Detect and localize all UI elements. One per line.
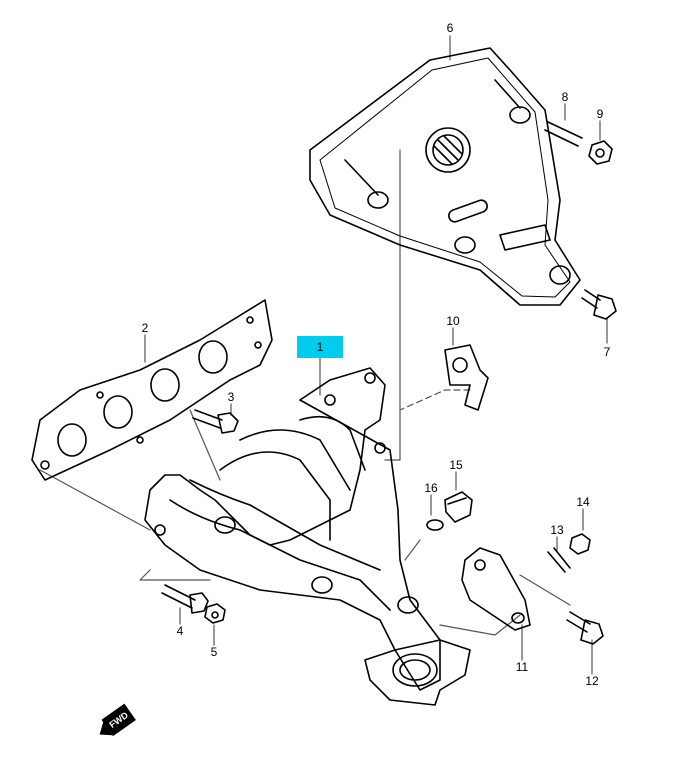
part-label-8[interactable]: 8 — [561, 90, 569, 104]
part-label-6[interactable]: 6 — [446, 21, 454, 35]
heat-shield — [309, 47, 581, 306]
part-label-15[interactable]: 15 — [449, 458, 463, 472]
part-label-11[interactable]: 11 — [515, 660, 529, 674]
part-label-5[interactable]: 5 — [210, 645, 218, 659]
part-label-14[interactable]: 14 — [576, 495, 590, 509]
part-label-4[interactable]: 4 — [176, 624, 184, 638]
part-label-10[interactable]: 10 — [446, 314, 460, 328]
part-label-3[interactable]: 3 — [227, 390, 235, 404]
part-label-12[interactable]: 12 — [585, 674, 599, 688]
part-label-2[interactable]: 2 — [141, 321, 149, 335]
part-label-9[interactable]: 9 — [596, 107, 604, 121]
gasket — [31, 299, 273, 481]
part-label-7[interactable]: 7 — [603, 345, 611, 359]
part-label-16[interactable]: 16 — [424, 481, 438, 495]
exhaust-manifold — [144, 367, 441, 691]
part-label-1-highlighted[interactable]: 1 — [297, 336, 343, 358]
leader-lines — [39, 35, 608, 675]
part-label-13[interactable]: 13 — [550, 523, 564, 537]
